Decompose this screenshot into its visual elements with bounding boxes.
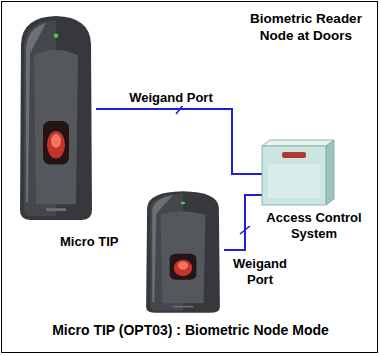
biometric-reader — [142, 190, 224, 314]
biometric-reader-image — [16, 14, 96, 222]
biometric-reader-image — [142, 190, 224, 314]
wiegand-cable — [96, 109, 262, 174]
diagram-title: Biometric Reader Node at Doors — [238, 10, 374, 44]
node-label: Access Control System — [258, 210, 370, 242]
wiegand-cable — [224, 195, 262, 250]
bus-tick — [240, 226, 250, 234]
node-label: Micro TIP — [60, 234, 150, 250]
edge-label: Weigand Port — [226, 256, 294, 288]
access-control-unit: Access Control System — [258, 138, 370, 250]
access-control-unit-image — [258, 138, 338, 208]
edge-label: Weigand Port — [110, 90, 232, 106]
biometric-reader: Micro TIP — [16, 14, 96, 222]
diagram-caption: Micro TIP (OPT03) : Biometric Node Mode — [4, 322, 377, 339]
